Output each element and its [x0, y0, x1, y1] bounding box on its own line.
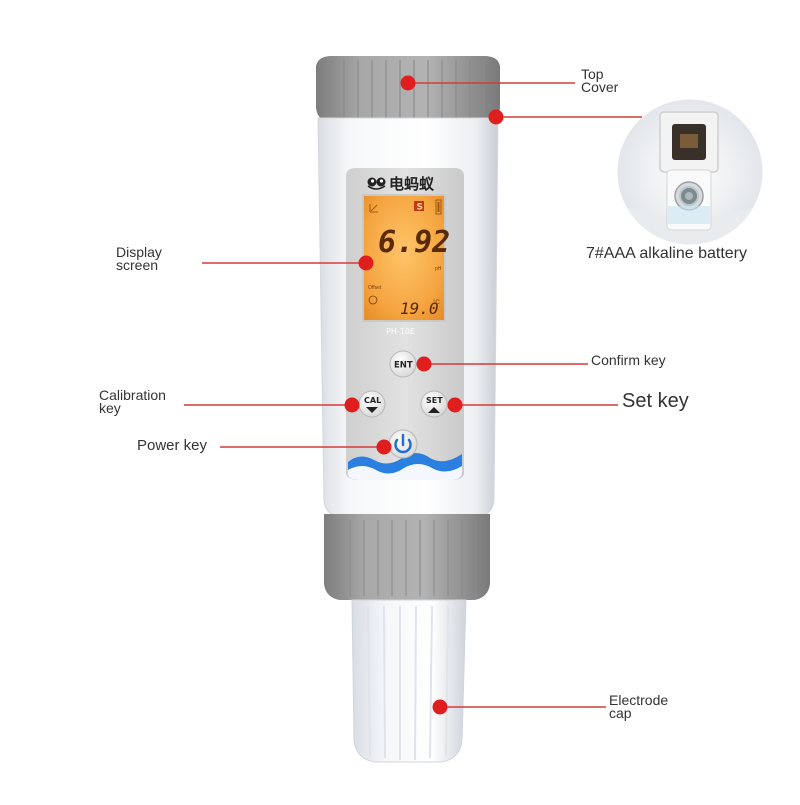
wave-decoration [348, 453, 462, 480]
brand-logo [367, 177, 386, 190]
label-electrode-line2: cap [609, 705, 632, 721]
label-set-key: Set key [622, 390, 689, 412]
label-display-screen: Display screen [116, 244, 162, 273]
power-button[interactable] [388, 429, 418, 459]
ph-reading: 6.92 [378, 225, 450, 260]
label-top-cover-line2: Cover [581, 79, 619, 95]
label-power-key: Power key [137, 437, 208, 454]
calibration-button[interactable]: CAL [358, 390, 386, 418]
label-display-line2: screen [116, 257, 159, 273]
model-label: PH-10E [386, 327, 415, 336]
callout-electrode [432, 699, 606, 715]
callout-calibration [184, 397, 360, 413]
label-calibration-line2: key [99, 400, 121, 416]
label-display-line1: Display [116, 244, 162, 260]
offset-label: Offset [368, 285, 382, 291]
set-button-label: SET [426, 396, 443, 405]
battery-compartment-inset [617, 99, 763, 245]
smiley-icon [368, 295, 378, 305]
callout-display [202, 255, 374, 271]
label-electrode-line1: Electrode [609, 692, 669, 708]
callout-battery [488, 109, 642, 125]
callout-set [447, 397, 618, 413]
confirm-button[interactable]: ENT [389, 350, 417, 378]
electrode-cap [351, 599, 467, 763]
slope-icon [369, 204, 378, 213]
calibration-button-label: CAL [364, 396, 381, 405]
lcd-screen: S 6.92 pH Offset 19.0 °C [362, 194, 450, 322]
label-battery: 7#AAA alkaline battery [586, 245, 747, 262]
set-button[interactable]: SET [420, 390, 448, 418]
label-confirm-key: Confirm key [591, 352, 666, 368]
down-arrow-icon [366, 407, 378, 413]
bottom-ring [324, 514, 490, 600]
power-icon [394, 433, 412, 454]
brand-name: 电蚂蚁 [389, 175, 435, 193]
label-top-cover: Top Cover [581, 66, 619, 95]
temperature-unit: °C [433, 300, 440, 306]
callout-top-cover [400, 75, 575, 91]
up-arrow-icon [428, 407, 440, 413]
battery-icon [435, 199, 442, 215]
label-calibration-line1: Calibration [99, 387, 166, 403]
ph-unit: pH [435, 266, 442, 272]
callout-power [220, 439, 392, 455]
mode-badge [414, 201, 424, 211]
temperature-reading: 19.0 [400, 299, 439, 318]
label-electrode-cap: Electrode cap [609, 692, 669, 721]
label-calibration-key: Calibration key [99, 387, 166, 416]
confirm-button-label: ENT [394, 361, 413, 371]
label-top-cover-line1: Top [581, 66, 604, 82]
callout-confirm [416, 356, 588, 372]
mode-badge-text: S [417, 203, 423, 213]
